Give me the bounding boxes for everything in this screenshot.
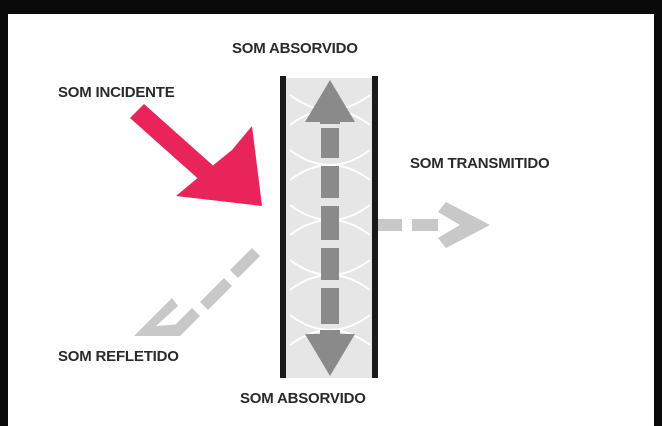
label-absorbed-bottom: SOM ABSORVIDO: [240, 390, 366, 407]
label-reflected: SOM REFLETIDO: [58, 348, 179, 365]
label-incident: SOM INCIDENTE: [58, 84, 175, 101]
incident-arrow-icon: [130, 104, 262, 206]
label-absorbed-top: SOM ABSORVIDO: [232, 40, 358, 57]
wall-left-border: [280, 76, 286, 378]
absorbed-double-arrow-icon: [305, 80, 355, 376]
wall-right-border: [372, 76, 378, 378]
reflected-arrow-icon: [134, 248, 260, 336]
label-transmitted: SOM TRANSMITIDO: [410, 155, 550, 172]
transmitted-arrow-icon: [378, 202, 490, 248]
